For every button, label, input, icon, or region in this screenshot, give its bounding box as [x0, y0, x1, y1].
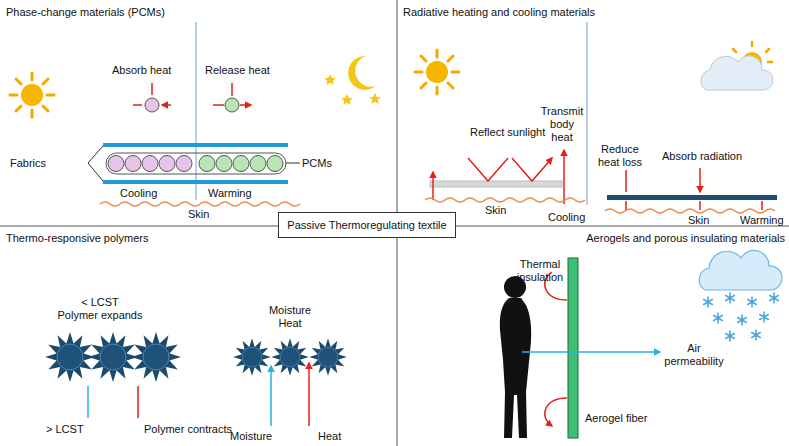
body-heat-stub	[626, 201, 762, 210]
pcm-capsule-solid	[176, 156, 192, 172]
polymer-contracted	[233, 338, 271, 376]
flow-label: > LCST	[46, 423, 84, 436]
section-heading: Radiative heating and cooling materials	[403, 6, 595, 19]
condition-label: < LCST	[45, 296, 155, 309]
warming-fabric	[607, 195, 777, 200]
heat-in-arrow	[133, 83, 171, 105]
star-icon	[341, 94, 352, 105]
insulation-arrow	[545, 272, 567, 426]
annotation: Absorb radiation	[662, 150, 742, 163]
fabric-layer	[103, 143, 288, 147]
pcm-capsule-liquid	[233, 156, 249, 172]
polymer-expanded	[45, 332, 95, 382]
skin-line	[100, 202, 300, 206]
annotation: Absorb heat	[112, 64, 171, 77]
moisture-arrow	[88, 366, 271, 426]
polymer-contracted	[309, 338, 347, 376]
pcm-capsule-liquid	[199, 156, 215, 172]
state-label: Cooling	[120, 187, 157, 200]
pcm-capsule-solid	[145, 98, 159, 112]
section-heading: Phase-change materials (PCMs)	[6, 6, 165, 19]
part-label: PCMs	[302, 157, 332, 170]
part-label: Skin	[688, 214, 709, 227]
heat-arrow	[138, 363, 309, 426]
skin-line	[605, 209, 775, 213]
person-silhouette	[500, 298, 531, 438]
snow-cloud	[699, 250, 782, 290]
state-label: Polymer expands	[45, 309, 155, 322]
snowflake	[738, 315, 747, 325]
moon-icon	[348, 56, 376, 90]
leader-line	[286, 163, 300, 164]
pcm-capsule-solid	[108, 156, 124, 172]
annotation: Air permeability	[660, 342, 728, 368]
annotation: Transmit body heat	[538, 105, 586, 144]
title-box: Passive Thermoregulating textile	[278, 212, 456, 238]
pcm-layer-outline	[106, 153, 286, 174]
snowflake	[714, 313, 723, 323]
polymer-expanded	[88, 332, 138, 382]
cloud-icon	[701, 56, 773, 90]
airflow-arrow	[522, 351, 660, 353]
flow-label: Moisture	[230, 430, 272, 443]
snowflake	[748, 297, 757, 307]
cooling-warming-divider	[586, 22, 587, 205]
snowflake	[726, 331, 735, 341]
cooling-fabric	[430, 181, 562, 187]
annotation: Thermal insulation	[511, 258, 569, 284]
box-label: Passive Thermoregulating textile	[287, 219, 446, 232]
annotation: Reduce heat loss	[592, 143, 648, 169]
state-label: Warming	[740, 214, 784, 227]
flow-label: Polymer contracts	[144, 423, 232, 436]
snowflake	[760, 312, 769, 322]
pcm-capsule-liquid	[216, 156, 232, 172]
day-night-divider	[195, 22, 196, 200]
snowflake	[770, 293, 779, 303]
part-label: Skin	[188, 208, 209, 221]
polymer-expanded	[131, 332, 181, 382]
heat-out-arrow	[213, 83, 251, 105]
fabric-layer	[103, 180, 288, 184]
skin-line	[425, 198, 585, 202]
annotation: Release heat	[205, 64, 270, 77]
pcm-capsule-solid	[125, 156, 141, 172]
reflect-arrow	[468, 158, 552, 181]
snowflake	[704, 297, 713, 307]
aerogel-fiber	[568, 258, 578, 438]
snowflake	[726, 293, 735, 303]
heat-arrow	[432, 172, 434, 200]
leader-line	[88, 146, 103, 181]
annotation: Reflect sunlight	[470, 126, 545, 139]
state-label: Heat	[230, 317, 350, 330]
pcm-capsule-solid	[142, 156, 158, 172]
transmit-arrow	[563, 150, 565, 204]
sun-icon	[415, 50, 459, 94]
star-icon	[369, 93, 380, 104]
section-heading: Aerogels and porous insulating materials	[586, 232, 785, 245]
state-label: Warming	[208, 187, 252, 200]
snowflake	[752, 330, 761, 340]
state-label: Cooling	[548, 211, 585, 224]
part-label: Fabrics	[10, 157, 46, 170]
polymer-contracted	[271, 338, 309, 376]
part-label: Skin	[485, 204, 506, 217]
radiation-arrow	[626, 168, 700, 192]
condition-label: Moisture	[230, 304, 350, 317]
pcm-capsule-liquid	[225, 98, 239, 112]
pcm-capsule-solid	[159, 156, 175, 172]
section-heading: Thermo-responsive polymers	[6, 232, 148, 245]
pcm-capsule-liquid	[267, 156, 283, 172]
star-icon	[324, 74, 335, 85]
part-label: Aerogel fiber	[585, 412, 647, 425]
sun-icon	[10, 73, 54, 117]
pcm-capsule-liquid	[250, 156, 266, 172]
pcm-capsule-row	[108, 156, 283, 172]
flow-label: Heat	[318, 430, 341, 443]
